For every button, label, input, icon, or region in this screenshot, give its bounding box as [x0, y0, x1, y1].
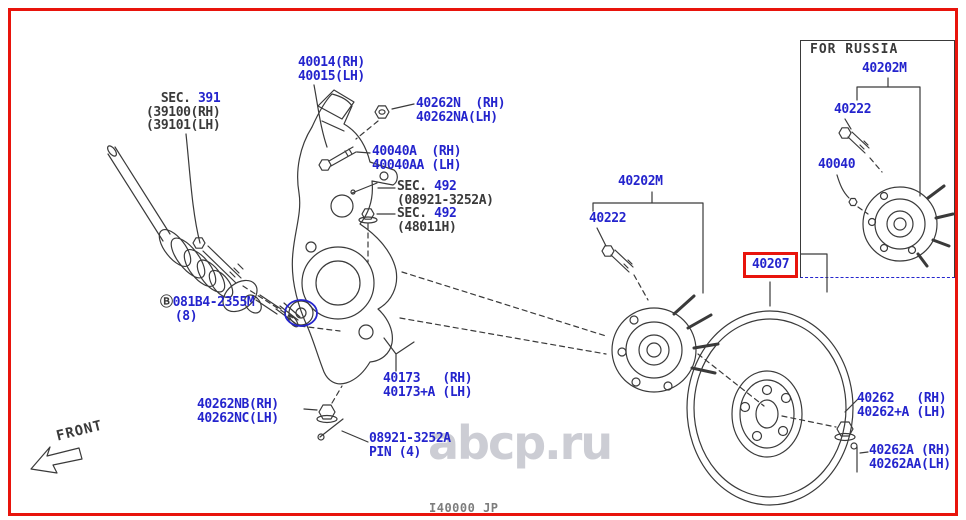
nut-40262N-drawing: [356, 106, 389, 139]
part-label-line: SEC. 492: [397, 179, 457, 194]
diagram-code: I40000 JP: [429, 501, 499, 515]
leader-40014: [314, 85, 327, 147]
part-label-line: 40262 (RH): [857, 391, 947, 406]
part-label-line: 40015(LH): [298, 68, 365, 84]
nut-40262NB-drawing: [317, 386, 342, 423]
part-label-line: 40040: [818, 157, 856, 172]
part-label-line: 40262N (RH): [416, 96, 506, 111]
label-40222[interactable]: 40222: [589, 211, 627, 226]
label-40262[interactable]: 40262 (RH)40262+A (LH): [857, 391, 947, 420]
label-russia-40222[interactable]: 40222: [834, 102, 872, 117]
label-40173[interactable]: 40173 (RH)40173+A (LH): [383, 371, 473, 400]
label-sec-391[interactable]: SEC. 391(39100(RH)(39101(LH): [146, 91, 221, 133]
part-label-line: PIN (4): [369, 444, 421, 460]
part-label-line: 40040A (RH): [372, 144, 462, 159]
bolt-081B4-drawing: [193, 238, 293, 318]
leader-08921-pin: [342, 431, 368, 442]
russia-box-drawings: [837, 78, 953, 266]
part-label-line: 40262+A (LH): [857, 404, 947, 420]
cotter-pin-40262A-drawing: [851, 443, 857, 472]
part-label-line: Ⓑ081B4-2355M: [160, 295, 255, 310]
leader-40040A: [357, 152, 370, 153]
page-border-frame: [8, 8, 958, 516]
part-label-line: 40262NB(RH): [197, 397, 279, 412]
leader-40262N: [392, 104, 414, 109]
part-label-line: (39101(LH): [146, 118, 221, 133]
label-sec-492-washer[interactable]: SEC. 492(08921-3252A): [397, 180, 494, 207]
nut-40262-drawing: [835, 422, 855, 441]
part-label-line: 40207: [752, 257, 790, 272]
part-label-line: 40014(RH): [298, 55, 365, 70]
label-40262N[interactable]: 40262N (RH)40262NA(LH): [416, 96, 506, 125]
bracket-40173: [384, 338, 414, 371]
brake-disc-drawing: [687, 311, 853, 505]
bolt-40222-drawing: [602, 246, 648, 300]
part-label-line: 40202M: [862, 61, 907, 76]
assembly-axis-dashes: [400, 272, 836, 427]
part-label-line: (08921-3252A): [397, 192, 494, 208]
pin-08921-drawing: [318, 419, 343, 440]
part-label-line: 08921-3252A: [369, 431, 451, 446]
front-arrow: [31, 447, 82, 473]
part-label-line: 40040AA (LH): [372, 157, 462, 173]
part-label-line: (39100(RH): [146, 104, 221, 120]
part-label-line: 40173+A (LH): [383, 384, 473, 400]
label-40207-selected[interactable]: 40207: [743, 252, 799, 278]
for-russia-inset-box: [800, 40, 955, 278]
part-label-line: 40262NA(LH): [416, 109, 498, 125]
part-label-line: (8): [160, 308, 198, 324]
nut-sec492-drawing: [359, 209, 377, 262]
label-russia-40040[interactable]: 40040: [818, 157, 856, 172]
part-label-line: SEC. 492: [397, 206, 457, 221]
label-40262A[interactable]: 40262A (RH)40262AA(LH): [869, 444, 951, 471]
label-081B4-2355M[interactable]: Ⓑ081B4-2355M (8): [160, 295, 255, 324]
label-40040A[interactable]: 40040A (RH)40040AA (LH): [372, 144, 462, 173]
leader-40222: [597, 228, 606, 246]
bracket-40202M: [593, 192, 703, 293]
watermark-abcp-ru: abcp.ru: [428, 416, 613, 470]
label-40202M[interactable]: 40202M: [618, 175, 663, 189]
leader-40262A: [860, 452, 868, 453]
steering-knuckle-drawing: [289, 90, 397, 384]
part-label-line: 40222: [834, 102, 872, 117]
leader-40262: [845, 399, 858, 412]
part-label-line: 40262NC(LH): [197, 410, 279, 426]
washer-sec492-drawing: [351, 183, 377, 194]
leader-40207: [770, 254, 827, 306]
part-label-line: 40202M: [618, 174, 663, 189]
part-label-line: 40262AA(LH): [869, 456, 951, 472]
part-label-line: 40262A (RH): [869, 443, 951, 458]
part-label-line: 40173 (RH): [383, 371, 473, 386]
part-label-line: 40222: [589, 211, 627, 226]
leader-sec-391: [186, 134, 200, 243]
leader-40262NB: [304, 409, 317, 410]
bolt-40040A-drawing: [319, 147, 356, 170]
label-russia-40202M[interactable]: 40202M: [862, 62, 907, 76]
label-40262NB[interactable]: 40262NB(RH)40262NC(LH): [197, 398, 279, 425]
label-40014[interactable]: 40014(RH)40015(LH): [298, 56, 365, 83]
part-label-line: SEC. 391: [146, 91, 221, 106]
part-label-line: (48011H): [397, 219, 457, 235]
label-sec-492-nut[interactable]: SEC. 492(48011H): [397, 206, 457, 235]
hub-assembly-drawing: [612, 296, 718, 392]
for-russia-title: FOR RUSSIA: [810, 42, 899, 57]
